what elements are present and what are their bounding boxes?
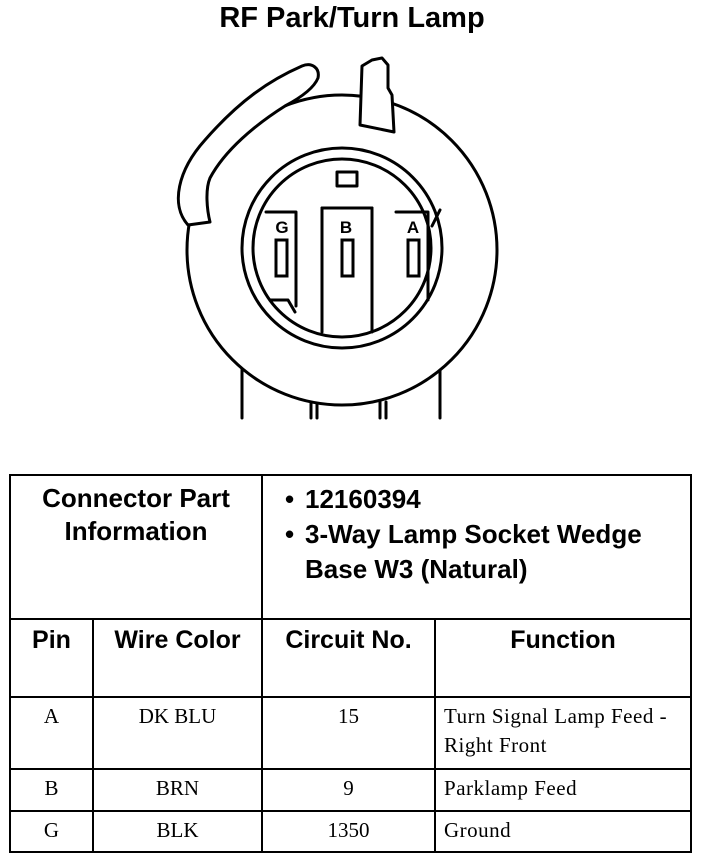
function-cell: Ground <box>434 810 693 853</box>
terminal-label-g: G <box>275 218 288 237</box>
wire-color-cell: DK BLU <box>91 696 264 770</box>
pin-cell: G <box>9 810 94 853</box>
terminal-label-b: B <box>340 218 352 237</box>
connector-part-info-values: 12160394 3-Way Lamp Socket Wedge Base W3… <box>261 474 693 620</box>
diagram-title: RF Park/Turn Lamp <box>219 2 485 34</box>
connector-table: Connector Part Information 12160394 3-Wa… <box>8 474 693 853</box>
circuit-cell: 15 <box>261 696 437 770</box>
lamp-socket-diagram: G B A <box>176 56 499 420</box>
function-cell: Turn Signal Lamp Feed - Right Front <box>434 696 693 770</box>
part-description: 3-Way Lamp Socket Wedge Base W3 (Natural… <box>285 517 682 587</box>
table-row: B BRN 9 Parklamp Feed <box>9 768 693 812</box>
header-circuit-no: Circuit No. <box>261 618 437 698</box>
header-wire-color: Wire Color <box>91 618 264 698</box>
header-function: Function <box>434 618 693 698</box>
circuit-cell: 9 <box>261 768 437 812</box>
connector-part-info-label: Connector Part Information <box>8 474 264 620</box>
part-number: 12160394 <box>285 482 682 517</box>
pin-cell: B <box>9 768 94 812</box>
pin-cell: A <box>9 696 94 770</box>
circuit-cell: 1350 <box>261 810 437 853</box>
table-row: G BLK 1350 Ground <box>9 810 693 853</box>
wire-color-cell: BRN <box>91 768 264 812</box>
header-pin: Pin <box>9 618 94 698</box>
function-cell: Parklamp Feed <box>434 768 693 812</box>
table-row: A DK BLU 15 Turn Signal Lamp Feed - Righ… <box>9 696 693 770</box>
terminal-label-a: A <box>407 218 419 237</box>
wire-color-cell: BLK <box>91 810 264 853</box>
